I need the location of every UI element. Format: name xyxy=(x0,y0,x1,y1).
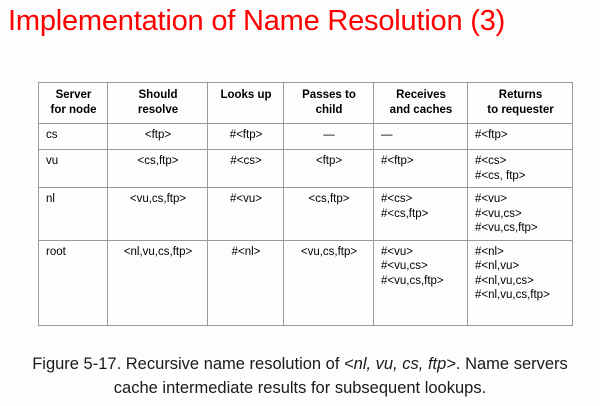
header-line-1: Looks up xyxy=(220,89,272,101)
cell-line: #<ftp> xyxy=(381,155,414,167)
table-header-row: Server for node Should resolve Looks up … xyxy=(38,82,573,124)
cell-passes-to-child: <cs,ftp> xyxy=(283,187,374,241)
caption-suffix: . Name servers cache intermediate result… xyxy=(113,355,568,397)
cell-receives-and-caches: #<cs> #<cs,ftp> xyxy=(373,187,468,241)
cell-line: #<vu> xyxy=(230,193,262,205)
cell-line: #<nl,vu> xyxy=(475,260,520,272)
header-line-2: child xyxy=(315,103,343,116)
cell-line: <cs,ftp> xyxy=(137,155,179,167)
cell-line: #<nl> xyxy=(231,245,261,258)
cell-line: #<cs> xyxy=(230,155,262,167)
column-header-passes-to-child: Passes to child xyxy=(283,82,374,124)
cell-line: vu xyxy=(46,155,59,167)
cell-should-resolve: <vu,cs,ftp> xyxy=(107,187,208,241)
cell-line: #<nl,vu,cs> xyxy=(475,274,534,287)
cell-line: #<nl,vu,cs,ftp> xyxy=(475,289,550,301)
cell-line: #<nl> xyxy=(475,245,504,258)
cell-line: #<vu> xyxy=(381,245,413,258)
header-line-2: and caches xyxy=(389,103,453,116)
cell-line: <cs,ftp> xyxy=(308,193,350,205)
header-line-2: to requester xyxy=(487,103,554,116)
cell-looks-up: #<vu> xyxy=(207,187,284,241)
cell-receives-and-caches: — xyxy=(373,123,468,150)
page-title: Implementation of Name Resolution (3) xyxy=(8,5,506,37)
cell-line: <vu,cs,ftp> xyxy=(129,193,187,205)
cell-line: <vu,cs,ftp> xyxy=(300,245,358,258)
cell-server: cs xyxy=(38,123,108,150)
caption-emphasis: <nl, vu, cs, ftp> xyxy=(344,355,456,373)
cell-line: #<cs> xyxy=(475,155,507,167)
cell-returns-to-requester: #<cs> #<cs, ftp> xyxy=(467,149,573,188)
cell-passes-to-child: <ftp> xyxy=(283,149,374,188)
cell-should-resolve: <nl,vu,cs,ftp> xyxy=(107,239,208,326)
figure-caption: Figure 5-17. Recursive name resolution o… xyxy=(14,352,586,400)
cell-line: cs xyxy=(46,129,58,141)
column-header-receives-and-caches: Receives and caches xyxy=(373,82,468,124)
header-line-2: resolve xyxy=(137,103,179,116)
name-resolution-table-container: Server for node Should resolve Looks up … xyxy=(38,82,573,326)
cell-looks-up: #<nl> xyxy=(207,239,284,326)
cell-line: #<cs,ftp> xyxy=(381,207,429,220)
caption-prefix: Figure 5-17. Recursive name resolution o… xyxy=(32,355,345,373)
header-line-1: Should xyxy=(138,89,178,101)
header-line-2: for node xyxy=(50,103,97,116)
cell-returns-to-requester: #<ftp> xyxy=(467,123,573,150)
cell-line: <ftp> xyxy=(144,129,172,141)
column-header-looks-up: Looks up xyxy=(207,82,284,124)
cell-server: nl xyxy=(38,187,108,241)
table-row: root <nl,vu,cs,ftp> #<nl> <vu,cs,ftp> #<… xyxy=(38,239,573,326)
table-body: cs <ftp> #<ftp> — — #<ftp> vu <cs,ftp> #… xyxy=(38,123,573,326)
cell-receives-and-caches: #<vu> #<vu,cs> #<vu,cs,ftp> xyxy=(373,239,468,326)
cell-passes-to-child: — xyxy=(283,123,374,150)
cell-should-resolve: <cs,ftp> xyxy=(107,149,208,188)
cell-line: #<ftp> xyxy=(229,129,263,141)
table-row: vu <cs,ftp> #<cs> <ftp> #<ftp> #<cs>#<cs… xyxy=(38,149,573,188)
header-line-1: Returns xyxy=(498,89,543,101)
column-header-returns-to-requester: Returns to requester xyxy=(467,82,573,124)
cell-line: #<vu,cs,ftp> xyxy=(475,222,538,234)
cell-returns-to-requester: #<vu> #<vu,cs> #<vu,cs,ftp> xyxy=(467,187,573,241)
cell-looks-up: #<ftp> xyxy=(207,123,284,150)
table-row: nl <vu,cs,ftp> #<vu> <cs,ftp> #<cs> #<cs,… xyxy=(38,187,573,241)
cell-server: root xyxy=(38,239,108,326)
cell-line: #<vu> xyxy=(475,193,507,205)
table-row: cs <ftp> #<ftp> — — #<ftp> xyxy=(38,123,573,150)
cell-passes-to-child: <vu,cs,ftp> xyxy=(283,239,374,326)
cell-looks-up: #<cs> xyxy=(207,149,284,188)
cell-line: — xyxy=(323,129,335,141)
cell-line: root xyxy=(46,245,66,258)
cell-returns-to-requester: #<nl> #<nl,vu> #<nl,vu,cs> #<nl,vu,cs,ftp> xyxy=(467,239,573,326)
cell-line: #<cs> xyxy=(381,193,413,205)
cell-server: vu xyxy=(38,149,108,188)
column-header-server-for-node: Server for node xyxy=(38,82,108,124)
cell-line: #<vu,cs,ftp> xyxy=(381,274,444,287)
cell-line: <nl,vu,cs,ftp> xyxy=(123,245,193,258)
cell-line: #<vu,cs> xyxy=(381,260,428,272)
cell-receives-and-caches: #<ftp> xyxy=(373,149,468,188)
header-line-1: Receives xyxy=(396,89,446,101)
cell-line: #<vu,cs> xyxy=(475,207,522,220)
header-line-1: Passes to xyxy=(302,89,356,101)
header-line-1: Server xyxy=(55,89,92,101)
cell-line: <ftp> xyxy=(315,155,343,167)
cell-line: #<cs, ftp> xyxy=(475,169,526,182)
column-header-should-resolve: Should resolve xyxy=(107,82,208,124)
name-resolution-table: Server for node Should resolve Looks up … xyxy=(38,82,573,326)
cell-line: nl xyxy=(46,193,55,205)
cell-should-resolve: <ftp> xyxy=(107,123,208,150)
cell-line: — xyxy=(381,129,393,141)
cell-line: #<ftp> xyxy=(475,129,508,141)
